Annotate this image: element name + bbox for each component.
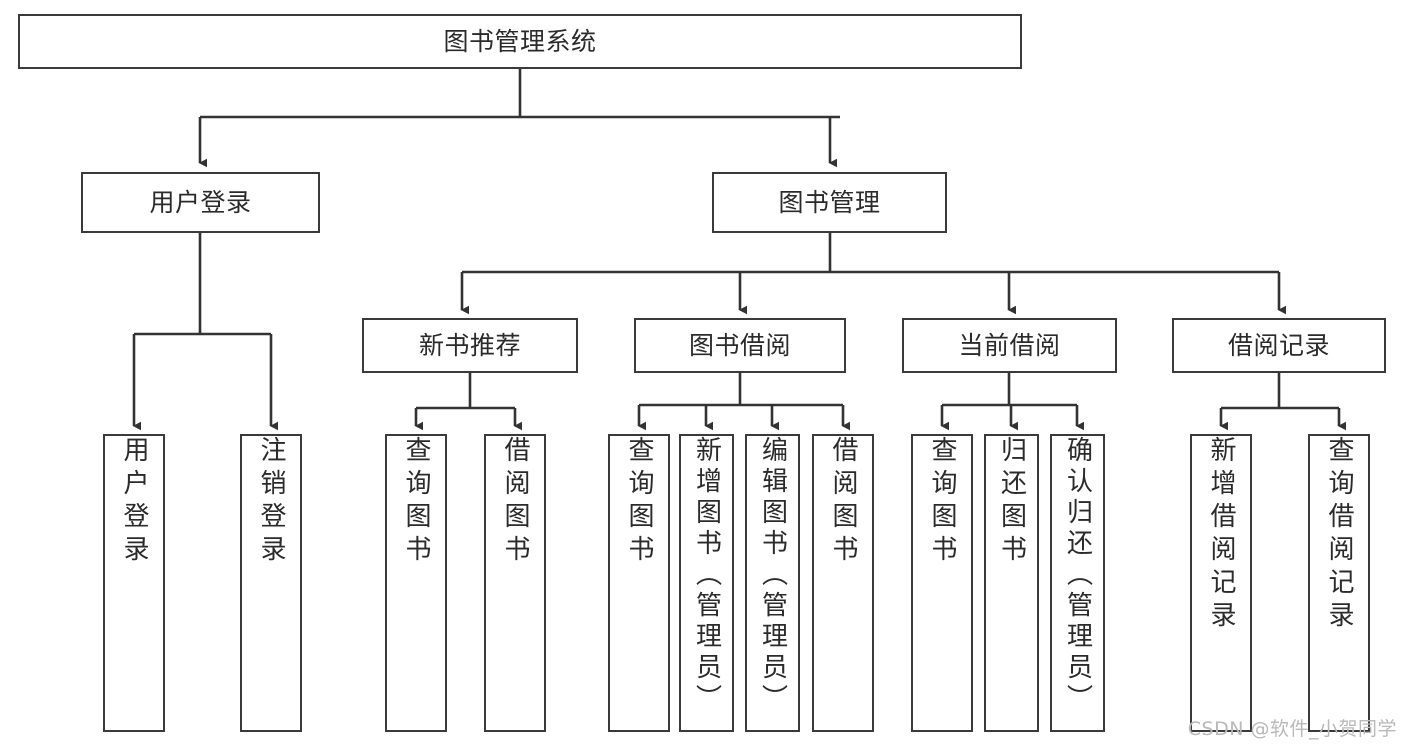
leaf-add-borrow-record-label: 新增借阅记录 — [1206, 436, 1236, 634]
node-root[interactable]: 图书管理系统 — [18, 14, 1022, 69]
leaf-query-book-current-label: 查询图书 — [927, 436, 957, 568]
leaf-borrow-book[interactable]: 借阅图书 — [812, 434, 874, 732]
leaf-query-book-recommend[interactable]: 查询图书 — [385, 434, 447, 732]
leaf-confirm-return-admin[interactable]: 确认归还（管理员） — [1050, 434, 1105, 732]
node-new-book-recommend[interactable]: 新书推荐 — [362, 318, 578, 373]
node-borrow-record-label: 借阅记录 — [1227, 330, 1330, 360]
leaf-add-book-admin[interactable]: 新增图书（管理员） — [679, 434, 734, 732]
node-root-label: 图书管理系统 — [443, 26, 597, 56]
leaf-return-book[interactable]: 归还图书 — [984, 434, 1039, 732]
node-current-borrow[interactable]: 当前借阅 — [902, 318, 1117, 373]
node-book-manage-label: 图书管理 — [778, 187, 881, 217]
node-book-borrow-label: 图书借阅 — [688, 330, 791, 360]
leaf-query-borrow-record[interactable]: 查询借阅记录 — [1308, 434, 1370, 732]
leaf-edit-book-admin[interactable]: 编辑图书（管理员） — [745, 434, 800, 732]
node-new-book-recommend-label: 新书推荐 — [418, 330, 521, 360]
leaf-borrow-book-label: 借阅图书 — [828, 436, 858, 568]
node-borrow-record[interactable]: 借阅记录 — [1172, 318, 1386, 373]
leaf-query-book-borrow-label: 查询图书 — [624, 436, 654, 568]
node-book-borrow[interactable]: 图书借阅 — [634, 318, 846, 373]
node-user-login[interactable]: 用户登录 — [81, 172, 320, 233]
leaf-user-login[interactable]: 用户登录 — [103, 434, 165, 732]
node-current-borrow-label: 当前借阅 — [958, 330, 1061, 360]
leaf-edit-book-admin-label: 编辑图书（管理员） — [757, 436, 788, 715]
leaf-query-book-recommend-label: 查询图书 — [401, 436, 431, 568]
leaf-return-book-label: 归还图书 — [996, 436, 1027, 568]
node-book-manage[interactable]: 图书管理 — [712, 172, 947, 233]
leaf-query-book-borrow[interactable]: 查询图书 — [608, 434, 670, 732]
leaf-borrow-book-recommend[interactable]: 借阅图书 — [484, 434, 546, 732]
leaf-query-borrow-record-label: 查询借阅记录 — [1324, 436, 1354, 634]
leaf-confirm-return-admin-label: 确认归还（管理员） — [1062, 436, 1093, 715]
leaf-user-logout-label: 注销登录 — [256, 436, 286, 568]
node-user-login-label: 用户登录 — [149, 187, 252, 217]
leaf-user-logout[interactable]: 注销登录 — [240, 434, 302, 732]
leaf-user-login-label: 用户登录 — [119, 436, 149, 568]
leaf-add-borrow-record[interactable]: 新增借阅记录 — [1190, 434, 1252, 732]
csdn-watermark: CSDN @软件_小贺同学 — [1187, 718, 1397, 740]
leaf-add-book-admin-label: 新增图书（管理员） — [691, 436, 722, 715]
leaf-borrow-book-recommend-label: 借阅图书 — [500, 436, 530, 568]
leaf-query-book-current[interactable]: 查询图书 — [911, 434, 973, 732]
